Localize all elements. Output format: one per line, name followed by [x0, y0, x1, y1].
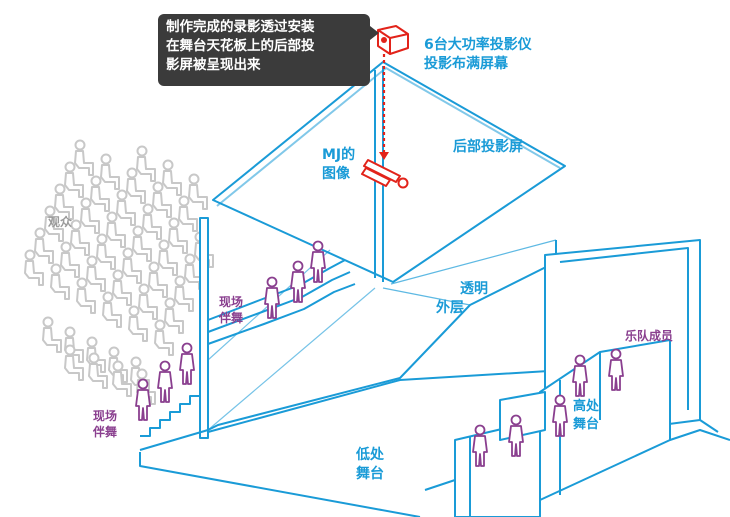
live-dancers-upper-line-1: 现场	[219, 295, 244, 309]
live-dancers-lower-line-2: 伴舞	[93, 425, 118, 440]
dancer-icon	[179, 342, 195, 385]
low-stage-line-1: 低处	[356, 447, 384, 463]
mj-image-label-line-1: MJ的	[322, 147, 356, 163]
audience-member-icon	[100, 153, 120, 190]
projector-label: 6台大功率投影仪 投影布满屏幕	[424, 36, 532, 74]
stage-structure	[139, 61, 730, 517]
callout-line-2: 在舞台天花板上的后部投	[166, 38, 315, 55]
callout-line-3: 影屏被呈现出来	[166, 57, 261, 74]
projector-label-line-2: 投影布满屏幕	[424, 55, 508, 72]
mj-image-label-line-2: 图像	[322, 165, 350, 182]
high-stage-line-2: 舞台	[573, 416, 600, 432]
callout-pointer	[370, 26, 379, 40]
dancer-icon	[135, 378, 151, 421]
audience-member-icon	[42, 316, 62, 353]
live-dancers-upper-line-2: 伴舞	[219, 311, 244, 326]
transparent-layer-line-1: 透明	[460, 281, 488, 297]
projector-icon	[377, 25, 409, 160]
callout-box: 制作完成的录影透过安装 在舞台天花板上的后部投 影屏被呈现出来	[158, 14, 370, 86]
dancer-icon	[264, 276, 280, 319]
callout-line-1: 制作完成的录影透过安装	[166, 19, 315, 35]
rear-screen-label: 后部投影屏	[453, 139, 523, 155]
low-stage-label: 低处 舞台	[356, 446, 384, 484]
audience-member-icon	[112, 360, 132, 397]
transparent-layer-line-2: 外层	[436, 299, 464, 316]
live-dancers-lower-label: 现场 伴舞	[93, 408, 117, 440]
audience-member-icon	[74, 139, 94, 176]
dancer-icon	[472, 424, 488, 467]
mj-image-label: MJ的 图像	[322, 146, 355, 184]
live-dancers-lower-line-1: 现场	[93, 409, 118, 423]
low-stage-line-2: 舞台	[356, 465, 384, 482]
audience-label: 观众	[48, 215, 73, 229]
band-members-label: 乐队成员	[625, 329, 674, 343]
audience-member-icon	[136, 145, 156, 182]
audience-member-icon	[188, 173, 208, 210]
dancer-icon	[290, 260, 306, 303]
transparent-layer-label: 透明 外层	[436, 280, 488, 318]
live-dancers-upper-label: 现场 伴舞	[219, 294, 243, 326]
high-stage-line-1: 高处	[573, 399, 600, 414]
mj-image-figure	[361, 159, 409, 189]
high-stage-label: 高处 舞台	[573, 398, 599, 433]
dancer-icon	[310, 240, 326, 283]
dancer-icon	[157, 360, 173, 403]
audience-member-icon	[162, 159, 182, 196]
projector-label-line-1: 6台大功率投影仪	[424, 37, 532, 53]
